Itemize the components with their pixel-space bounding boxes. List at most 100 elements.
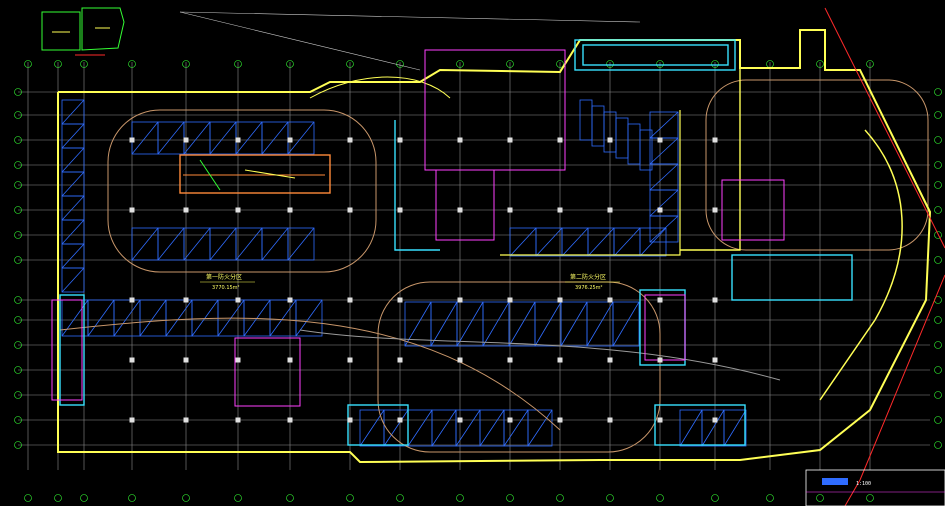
grid-bubble-bottom-7 [346, 494, 354, 502]
grid-bubble-top-12 [606, 60, 614, 68]
grid-bubble-bottom-16 [816, 494, 824, 502]
zone-2-title: 第二防火分区 [570, 273, 606, 281]
column-7-1 [507, 207, 513, 213]
stair-core-west [59, 294, 85, 406]
ramp-curve-3 [309, 76, 451, 99]
drive-loop-east [705, 79, 929, 251]
column-9-2 [607, 297, 613, 303]
column-8-4 [557, 417, 563, 423]
column-4-4 [347, 417, 353, 423]
title-block: 1:100 [805, 469, 945, 506]
column-2-4 [235, 417, 241, 423]
corridor-wall [394, 120, 440, 251]
curved-wall-east [819, 129, 903, 401]
grid-bubble-right-9 [934, 316, 942, 324]
vertical-cores [51, 49, 785, 407]
stall-row-d-diag-6 [503, 409, 529, 447]
central-corridor [179, 154, 331, 194]
grid-bubble-left-8 [14, 296, 22, 304]
core-south-west [234, 337, 301, 407]
grid-bubble-bottom-2 [80, 494, 88, 502]
grid-bubble-right-12 [934, 391, 942, 399]
zone-2-area: 3976.25m² [575, 285, 603, 291]
grid-bubble-top-10 [506, 60, 514, 68]
stall-row-c-diag-2 [456, 301, 484, 347]
column-2-3 [235, 357, 241, 363]
stall-row-d-diag-5 [479, 409, 505, 447]
grid-bubble-left-7 [14, 256, 22, 264]
column-4-3 [347, 357, 353, 363]
stall-col-west-diag-1 [61, 123, 85, 149]
grid-bubble-left-12 [14, 391, 22, 399]
grid-bubble-top-6 [286, 60, 294, 68]
grid-bubble-top-4 [182, 60, 190, 68]
grid-bubble-left-14 [14, 441, 22, 449]
grid-bubble-top-11 [556, 60, 564, 68]
stall-row-b-diag-3 [209, 227, 237, 261]
column-9-1 [607, 207, 613, 213]
stall-col-east-4 [649, 215, 679, 243]
grid-bubble-top-14 [711, 60, 719, 68]
column-2-2 [235, 297, 241, 303]
column-2-0 [235, 137, 241, 143]
column-5-0 [397, 137, 403, 143]
stall-row-c-diag-0 [404, 301, 432, 347]
fire-zone-labels: 第一防火分区 3770.15m² 第二防火分区 3976.25m² [200, 273, 620, 291]
stall-row-g-diag-1 [701, 409, 725, 447]
boundary-line-ne [824, 7, 945, 249]
stall-row-e-diag-1 [535, 227, 563, 257]
service-block-north-inner [582, 44, 729, 66]
grid-bubble-top-1 [54, 60, 62, 68]
title-block-scale: 1:100 [856, 481, 871, 487]
column-7-3 [507, 357, 513, 363]
grid-bubble-right-14 [934, 441, 942, 449]
stall-row-b-6 [287, 227, 315, 261]
grid-bubble-top-7 [346, 60, 354, 68]
stall-row-e-diag-0 [509, 227, 537, 257]
column-10-1 [657, 207, 663, 213]
column-6-1 [457, 207, 463, 213]
inner-wall-east [680, 68, 741, 251]
grid-bubble-bottom-1 [54, 494, 62, 502]
grid-bubble-left-3 [14, 161, 22, 169]
stall-row-a-diag-4 [235, 121, 263, 155]
stall-row-f-diag-3 [139, 299, 167, 337]
grid-bubble-bottom-6 [286, 494, 294, 502]
service-block-north [574, 39, 736, 71]
stall-col-west-diag-2 [61, 147, 85, 173]
stall-row-f-diag-4 [165, 299, 193, 337]
grid-bubble-right-7 [934, 256, 942, 264]
title-block-marker [822, 478, 848, 485]
column-11-4 [712, 417, 718, 423]
stall-row-g-diag-0 [679, 409, 703, 447]
column-7-0 [507, 137, 513, 143]
stall-col-east-diag-1 [649, 137, 679, 165]
grid-bubble-bottom-4 [182, 494, 190, 502]
column-1-4 [183, 417, 189, 423]
column-0-3 [129, 357, 135, 363]
grid-bubble-right-4 [934, 181, 942, 189]
stall-row-e-diag-2 [561, 227, 589, 257]
column-8-0 [557, 137, 563, 143]
stall-col-west-diag-3 [61, 171, 85, 197]
column-5-2 [397, 297, 403, 303]
stall-row-d-diag-7 [527, 409, 553, 447]
grid-bubble-left-1 [14, 111, 22, 119]
grid-bubble-right-3 [934, 161, 942, 169]
core-north [424, 49, 566, 171]
stall-col-east-diag-3 [649, 189, 679, 217]
stall-row-c-diag-8 [612, 301, 640, 347]
column-8-1 [557, 207, 563, 213]
corridor-mark-1 [199, 159, 221, 191]
grid-bubble-left-4 [14, 181, 22, 189]
grid-bubble-right-10 [934, 341, 942, 349]
column-9-3 [607, 357, 613, 363]
column-9-0 [607, 137, 613, 143]
stall-row-c-diag-6 [560, 301, 588, 347]
column-11-3 [712, 357, 718, 363]
stall-col-west-diag-5 [61, 219, 85, 245]
grid-bubble-bottom-3 [128, 494, 136, 502]
grid-bubble-bottom-9 [456, 494, 464, 502]
site-boundary [179, 7, 945, 506]
column-3-2 [287, 297, 293, 303]
